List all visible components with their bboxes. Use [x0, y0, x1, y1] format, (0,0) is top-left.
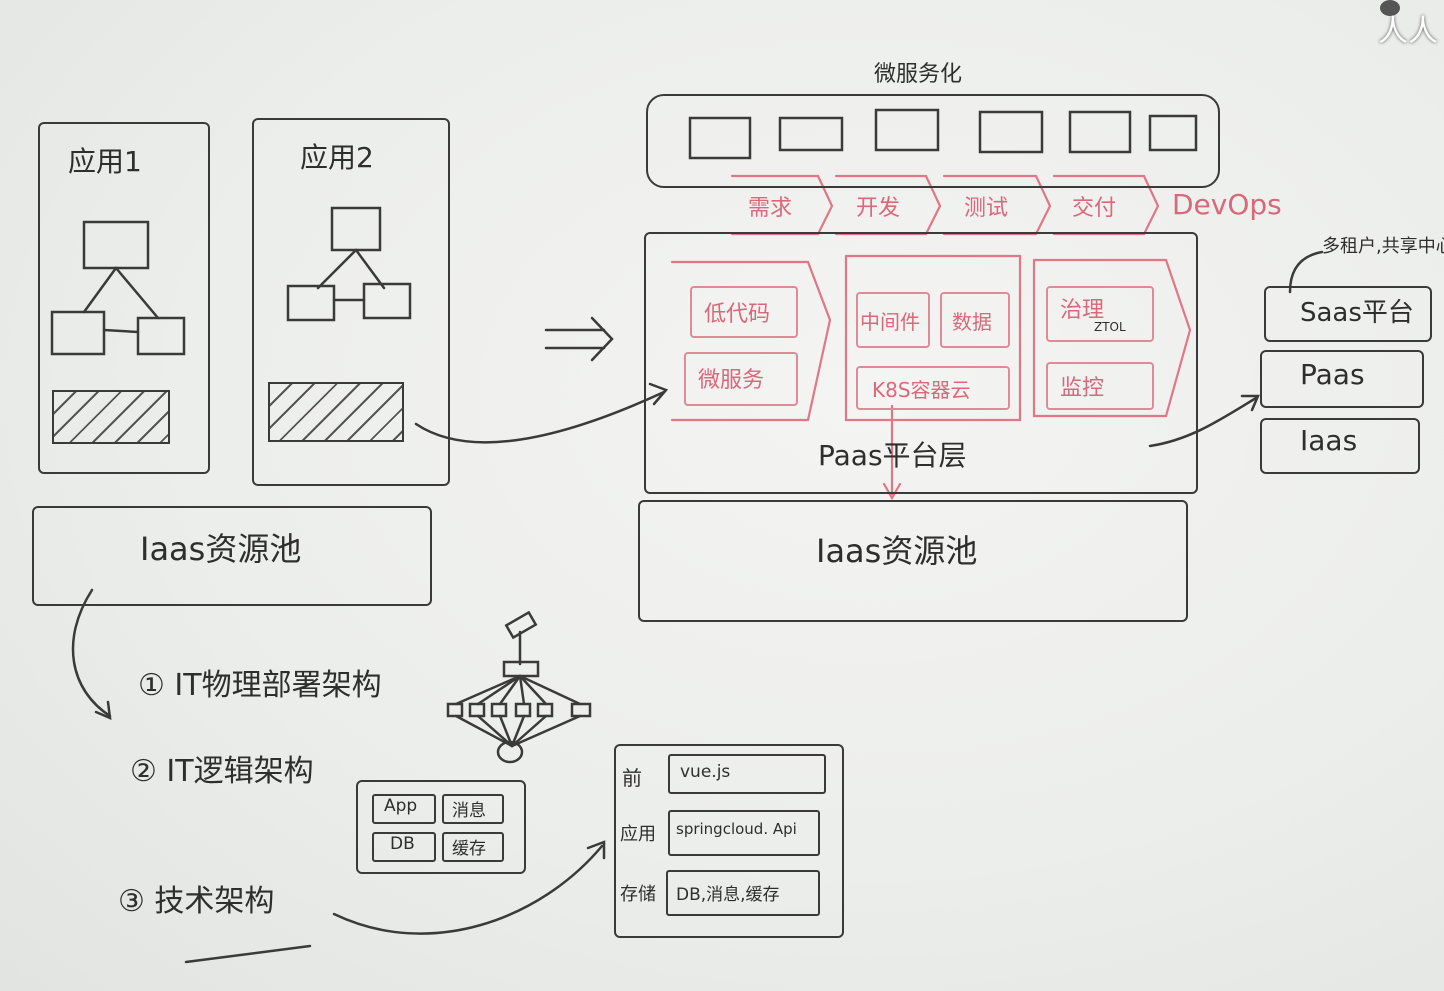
middleware-label: 中间件 — [860, 310, 920, 334]
iaas-label: Iaas — [1300, 424, 1358, 457]
devops-stage-req: 需求 — [748, 196, 793, 221]
logic-cell-cache — [442, 832, 504, 862]
paas-platform-box — [644, 232, 1198, 494]
microservice-title: 微服务化 — [874, 62, 963, 87]
magnet — [1380, 0, 1400, 16]
app1-db-block — [52, 390, 170, 444]
saas-label: Saas平台 — [1300, 298, 1414, 328]
right-iaas-label: Iaas资源池 — [816, 532, 978, 570]
app2-container — [252, 118, 450, 486]
tech-row-app-label: 应用 — [620, 824, 656, 845]
logic-cell-msg-label: 消息 — [452, 801, 486, 821]
tech-row-front-value: vue.js — [680, 762, 731, 782]
data-cell — [940, 292, 1010, 348]
logic-cell-cache-label: 缓存 — [452, 839, 486, 859]
tech-stack-table — [614, 744, 844, 938]
saas-box — [1264, 286, 1432, 342]
devops-label: DevOps — [1172, 188, 1282, 221]
it-item-logical: ② IT逻辑架构 — [130, 754, 314, 789]
logic-cell-db-label: DB — [390, 834, 415, 854]
app2-db-block — [268, 382, 404, 442]
data-label: 数据 — [952, 310, 992, 334]
devops-stage-dev: 开发 — [856, 196, 901, 221]
it-item-tech: ③ 技术架构 — [118, 884, 275, 919]
management-sub-label: ZTOL — [1094, 320, 1126, 334]
paas-layer-label: Paas平台层 — [818, 439, 967, 472]
app1-title: 应用1 — [68, 145, 142, 178]
tech-row-storage — [666, 870, 820, 916]
k8s-label: K8S容器云 — [872, 378, 971, 402]
logic-cell-app — [372, 794, 436, 824]
devops-stage-test: 测试 — [964, 196, 1009, 221]
tech-row-front-label: 前 — [622, 766, 642, 790]
microservice-bar — [646, 94, 1220, 188]
it-item-physical: ① IT物理部署架构 — [138, 668, 382, 703]
monitoring-cell — [1046, 362, 1154, 410]
tech-row-front — [668, 754, 826, 794]
monitoring-label: 监控 — [1060, 376, 1105, 401]
devops-stage-deliver: 交付 — [1072, 196, 1117, 221]
tech-row-app-value: springcloud. Api — [676, 820, 797, 838]
logic-cell-msg — [442, 794, 504, 824]
right-iaas-pool — [638, 500, 1188, 622]
k8s-cell — [856, 366, 1010, 410]
logic-cell-db — [372, 832, 436, 862]
paas-box — [1260, 350, 1424, 408]
logic-cell-app-label: App — [384, 796, 418, 816]
app1-container — [38, 122, 210, 474]
tech-row-app — [668, 810, 820, 856]
tech-row-storage-label: 存储 — [620, 884, 656, 905]
lowcode-cell — [690, 286, 798, 338]
paas-label: Paas — [1300, 358, 1365, 391]
iaas-box — [1260, 418, 1420, 474]
tech-row-storage-value: DB,消息,缓存 — [676, 885, 780, 905]
microservice-cell-label: 微服务 — [698, 368, 765, 393]
corner-watermark: 人人 — [1378, 14, 1438, 49]
microservice-cell — [684, 352, 798, 406]
left-iaas-label: Iaas资源池 — [140, 530, 302, 568]
logic-grid — [356, 780, 526, 874]
app2-title: 应用2 — [300, 141, 374, 174]
management-label: 治理 — [1060, 298, 1105, 323]
left-iaas-pool — [32, 506, 432, 606]
multi-tenant-note: 多租户,共享中心 — [1322, 236, 1444, 257]
management-cell — [1046, 286, 1154, 342]
lowcode-label: 低代码 — [704, 302, 771, 327]
middleware-cell — [856, 292, 930, 348]
